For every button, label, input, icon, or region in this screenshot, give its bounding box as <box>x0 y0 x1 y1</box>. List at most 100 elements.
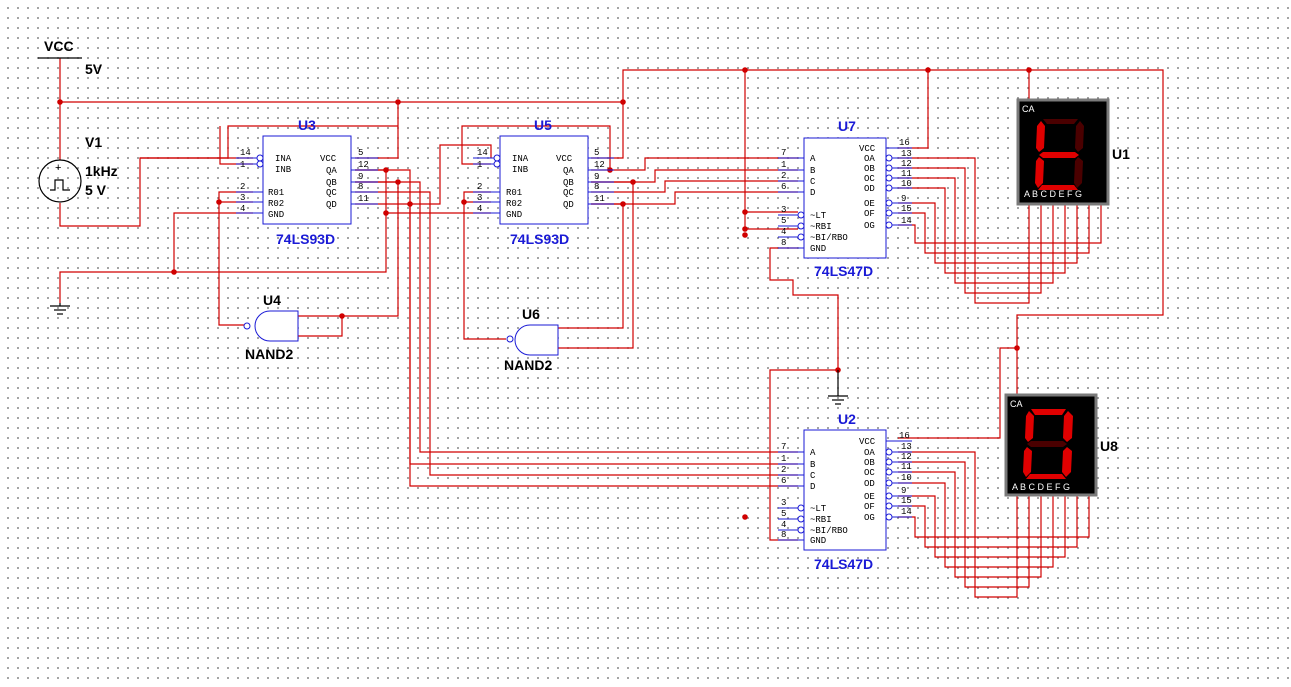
wire-u2-oe <box>898 495 1066 558</box>
svg-text:OB: OB <box>864 164 875 174</box>
u1-seg-c <box>1074 157 1083 188</box>
svg-text:5: 5 <box>781 216 786 226</box>
wire-u3-qd-clk <box>410 144 492 205</box>
svg-text:QC: QC <box>326 188 337 198</box>
u2-type: 74LS47D <box>814 556 873 572</box>
svg-text:15: 15 <box>901 496 912 506</box>
decoder-u7[interactable]: U7 74LS47D 7 1 2 6 3 5 4 8 A B <box>778 118 912 279</box>
svg-text:GND: GND <box>506 210 522 220</box>
svg-text:10: 10 <box>901 179 912 189</box>
svg-text:C: C <box>810 471 816 481</box>
svg-text:16: 16 <box>899 431 910 441</box>
svg-text:1: 1 <box>477 160 482 170</box>
wire-u5-qa <box>591 157 798 171</box>
decoder-u2[interactable]: U2 74LS47D 7 1 2 6 3 5 4 8 A B <box>778 411 912 572</box>
ground-symbol-mid[interactable] <box>828 370 848 405</box>
svg-text:OE: OE <box>864 199 875 209</box>
svg-text:~BI/RBO: ~BI/RBO <box>810 233 848 243</box>
wire-u3-qc <box>355 191 798 476</box>
u5-type: 74LS93D <box>510 231 569 247</box>
v1-ref: V1 <box>85 134 102 150</box>
svg-text:2: 2 <box>781 465 786 475</box>
counter-u3[interactable]: U3 74LS93D 14 1 2 3 4 INA INB R01 R02 GN… <box>236 117 378 247</box>
v1-amp: 5 V <box>85 182 107 198</box>
wire-u3-qb <box>355 181 798 453</box>
svg-text:15: 15 <box>901 204 912 214</box>
svg-text:9: 9 <box>594 172 599 182</box>
nand-gate-u6[interactable]: U6 NAND2 <box>504 306 559 373</box>
vcc-symbol[interactable]: VCC 5V <box>38 38 103 77</box>
u8-tag: CA <box>1010 399 1023 409</box>
svg-text:OG: OG <box>864 221 875 231</box>
svg-text:4: 4 <box>240 204 245 214</box>
svg-text:OF: OF <box>864 209 875 219</box>
counter-u5[interactable]: U5 74LS93D 14 1 2 3 4 INA INB R01 R02 GN… <box>473 117 614 247</box>
u1-seg-g <box>1039 152 1079 158</box>
wire-u5-qc <box>591 180 798 193</box>
svg-text:GND: GND <box>268 210 284 220</box>
svg-text:8: 8 <box>781 238 786 248</box>
wire-vcc-lt <box>744 70 798 213</box>
wire-u3-qd <box>355 203 798 487</box>
svg-text:10: 10 <box>901 473 912 483</box>
svg-text:14: 14 <box>901 507 912 517</box>
svg-text:INB: INB <box>512 165 529 175</box>
svg-text:12: 12 <box>594 160 605 170</box>
vcc-value: 5V <box>85 61 103 77</box>
u1-seg-e <box>1035 157 1044 188</box>
svg-text:OD: OD <box>864 479 875 489</box>
nand-gate-u4[interactable]: U4 NAND2 <box>243 292 299 362</box>
clock-source-v1[interactable]: + V1 1kHz 5 V <box>38 134 118 203</box>
wire-u7-gnd <box>769 247 839 370</box>
svg-text:VCC: VCC <box>859 144 876 154</box>
wire-u2-oa <box>898 451 1018 598</box>
u4-ref: U4 <box>263 292 281 308</box>
svg-text:8: 8 <box>781 530 786 540</box>
svg-text:11: 11 <box>358 194 369 204</box>
svg-text:QA: QA <box>563 166 574 176</box>
wire-u7-oe <box>898 202 1078 264</box>
junctions <box>57 67 1032 520</box>
svg-text:A: A <box>810 448 816 458</box>
svg-text:1: 1 <box>781 160 786 170</box>
svg-text:5: 5 <box>358 148 363 158</box>
svg-text:A: A <box>810 154 816 164</box>
wires <box>59 58 1164 598</box>
u3-ref: U3 <box>298 117 316 133</box>
svg-text:1: 1 <box>781 454 786 464</box>
svg-text:~BI/RBO: ~BI/RBO <box>810 526 848 536</box>
svg-text:~LT: ~LT <box>810 504 827 514</box>
svg-text:4: 4 <box>781 227 786 237</box>
u8-seg-g <box>1027 441 1067 447</box>
u1-ref: U1 <box>1112 146 1130 162</box>
u8-seg-letters: A B C D E F G <box>1012 482 1070 492</box>
svg-text:2: 2 <box>240 182 245 192</box>
wire-u7-oa <box>898 157 1030 304</box>
svg-text:5: 5 <box>594 148 599 158</box>
wire-vcc-u7 <box>898 70 929 149</box>
wire-u2-of <box>898 495 1078 548</box>
u3-type: 74LS93D <box>276 231 335 247</box>
ground-symbol-left[interactable] <box>50 303 70 315</box>
svg-text:OF: OF <box>864 502 875 512</box>
svg-text:2: 2 <box>781 171 786 181</box>
svg-text:B: B <box>810 166 816 176</box>
u8-seg-d <box>1026 474 1066 479</box>
svg-text:1: 1 <box>240 160 245 170</box>
svg-text:R01: R01 <box>268 188 284 198</box>
u1-seg-d <box>1038 185 1078 190</box>
wire-u7-ob <box>898 167 1042 294</box>
svg-text:OG: OG <box>864 513 875 523</box>
svg-text:INB: INB <box>275 165 292 175</box>
seven-segment-display-u8[interactable]: CA A B C D E F G U8 <box>1004 393 1118 497</box>
u5-pins <box>473 154 614 214</box>
wire-u7-oc <box>898 177 1054 284</box>
u8-seg-e <box>1023 447 1032 477</box>
svg-text:7: 7 <box>781 442 786 452</box>
svg-text:R01: R01 <box>506 188 522 198</box>
svg-text:OA: OA <box>864 448 875 458</box>
seven-segment-display-u1[interactable]: CA A B C D E F G U1 <box>1016 98 1130 206</box>
svg-text:11: 11 <box>901 462 912 472</box>
